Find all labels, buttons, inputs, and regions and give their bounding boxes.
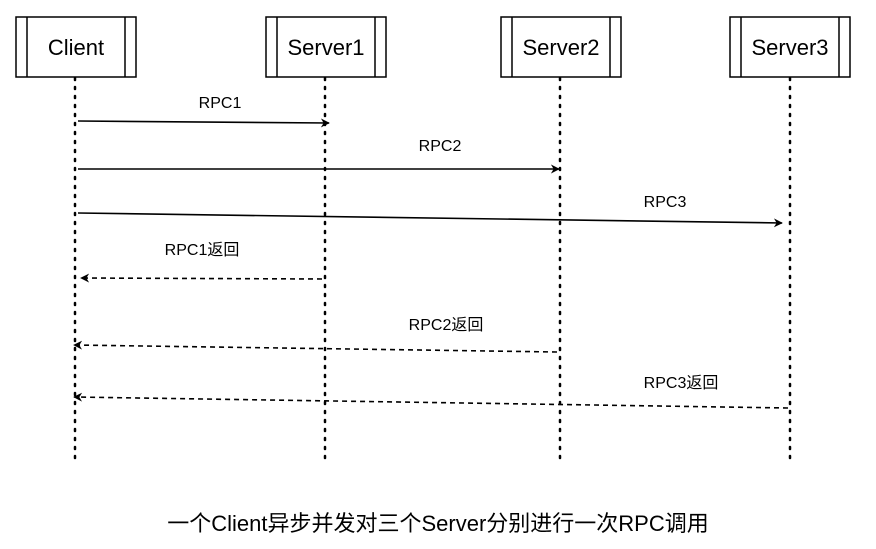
message-label-rpc1: RPC1 [199,95,242,112]
arrow-rpc2-return [73,340,558,353]
participant-label-client: Client [48,35,104,60]
participant-client: Client [15,16,137,78]
participant-label-server3: Server3 [751,35,828,60]
participant-label-server2: Server2 [522,35,599,60]
message-rpc3-return: RPC3返回 [73,374,789,409]
arrow-rpc3 [77,212,783,228]
message-label-rpc2-return: RPC2返回 [409,316,484,334]
message-label-rpc3: RPC3 [644,194,687,211]
message-rpc2: RPC2 [78,138,560,174]
arrow-rpc1 [77,118,330,128]
participant-label-server1: Server1 [287,35,364,60]
message-rpc2-return: RPC2返回 [73,316,558,353]
message-label-rpc3-return: RPC3返回 [644,374,719,392]
message-label-rpc2: RPC2 [419,138,462,155]
arrow-rpc3-return [73,392,789,409]
lifelines [73,76,792,464]
participant-server3: Server3 [729,16,851,78]
participant-server1: Server1 [265,16,387,78]
arrow-rpc1-return [80,273,323,283]
message-rpc3: RPC3 [77,194,783,228]
message-label-rpc1-return: RPC1返回 [165,241,240,259]
diagram-caption: 一个Client异步并发对三个Server分别进行一次RPC调用 [167,511,709,536]
message-rpc1: RPC1 [77,95,330,128]
participant-server2: Server2 [500,16,622,78]
message-rpc1-return: RPC1返回 [80,241,323,283]
